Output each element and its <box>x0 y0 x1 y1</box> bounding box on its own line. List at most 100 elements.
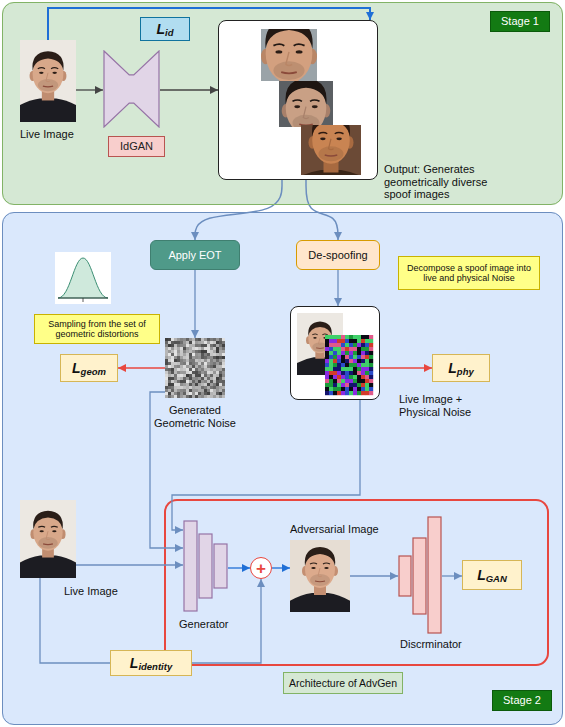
eye <box>294 105 300 108</box>
noise-pixel <box>168 365 171 368</box>
noise-pixel <box>186 341 189 344</box>
noise-pixel <box>345 387 349 391</box>
noise-pixel <box>174 383 177 386</box>
noise-pixel <box>345 371 349 375</box>
noise-pixel <box>207 365 210 368</box>
network-layer <box>199 534 212 598</box>
noise-pixel <box>201 368 204 371</box>
noise-pixel <box>216 362 219 365</box>
noise-pixel <box>213 350 216 353</box>
noise-pixel <box>195 341 198 344</box>
noise-pixel <box>189 368 192 371</box>
noise-pixel <box>353 363 357 367</box>
text-slot: Live Image + Physical Noise <box>399 393 485 418</box>
noise-pixel <box>325 387 329 391</box>
noise-pixel <box>337 367 341 371</box>
noise-pixel <box>329 383 333 387</box>
noise-pixel <box>192 365 195 368</box>
text-area: Decompose a spoof image into live and ph… <box>399 257 539 289</box>
noise-pixel <box>174 380 177 383</box>
hair <box>33 511 63 530</box>
loss-symbol: L <box>156 22 165 36</box>
node-text: + <box>256 560 266 577</box>
noise-pixel <box>192 359 195 362</box>
noise-pixel <box>329 363 333 367</box>
noise-pixel <box>168 389 171 392</box>
noise-pixel <box>329 351 333 355</box>
noise-pixel <box>168 395 171 398</box>
noise-pixel <box>195 353 198 356</box>
photo-background <box>269 74 378 179</box>
noise-pixel <box>198 389 201 392</box>
text-area: Architecture of AdvGen <box>284 673 402 693</box>
mouth <box>43 86 53 88</box>
noise-pixel <box>349 355 353 359</box>
noise-pixel <box>207 362 210 365</box>
noise-pixel <box>222 383 225 386</box>
noise-pixel <box>201 374 204 377</box>
noise-pixel <box>171 347 174 350</box>
noise-pixel <box>345 343 349 347</box>
noise-pixel <box>353 391 357 395</box>
noise-pixel <box>189 344 192 347</box>
noise-pixel <box>204 380 207 383</box>
noise-pixel <box>329 375 333 379</box>
noise-pixel <box>183 395 186 398</box>
noise-pixel <box>325 371 329 375</box>
noise-pixel <box>195 392 198 395</box>
connector <box>194 270 195 338</box>
noise-pixel <box>204 374 207 377</box>
hair <box>308 322 332 337</box>
noise-pixel <box>186 374 189 377</box>
noise-pixel <box>168 350 171 353</box>
noise-pixel <box>174 374 177 377</box>
shirt <box>20 98 76 122</box>
noise-pixel <box>216 365 219 368</box>
noise-pixel <box>186 356 189 359</box>
image-caption: Generated Geometric Noise <box>150 404 240 429</box>
noise-pixel <box>165 344 168 347</box>
noise-pixel <box>204 383 207 386</box>
noise-pixel <box>174 392 177 395</box>
text-area: Apply EOT <box>151 241 239 269</box>
noise-pixel <box>168 344 171 347</box>
noise-pixel <box>186 386 189 389</box>
noise-pixel <box>189 386 192 389</box>
text-slot: Live Image <box>64 585 118 598</box>
noise-pixel <box>219 368 222 371</box>
noise-pixel <box>341 339 345 343</box>
text-area: + <box>251 558 271 578</box>
noise-pixel <box>210 395 213 398</box>
noise-pixel <box>201 350 204 353</box>
noise-pixel <box>365 351 369 355</box>
eye <box>313 337 316 339</box>
noise-pixel <box>180 395 183 398</box>
noise-pixel <box>337 363 341 367</box>
noise-pixel <box>365 391 369 395</box>
noise-pixel <box>219 395 222 398</box>
noise-pixel <box>207 389 210 392</box>
node-text: Apply EOT <box>168 249 221 262</box>
noise-pixel <box>357 371 361 375</box>
noise-pixel <box>337 383 341 387</box>
noise-pixel <box>329 391 333 395</box>
noise-pixel <box>189 374 192 377</box>
noise-pixel <box>168 380 171 383</box>
nose <box>286 52 292 66</box>
noise-pixel <box>204 350 207 353</box>
noise-pixel <box>207 374 210 377</box>
noise-pixel <box>174 362 177 365</box>
noise-pixel <box>177 392 180 395</box>
noise-pixel <box>168 386 171 389</box>
noise-pixel <box>180 392 183 395</box>
noise-pixel <box>353 343 357 347</box>
noise-pixel <box>361 383 365 387</box>
noise-pixel <box>204 365 207 368</box>
noise-pixel <box>361 375 365 379</box>
eye <box>324 567 328 569</box>
noise-pixel <box>198 380 201 383</box>
noise-pixel <box>341 343 345 347</box>
process-box: Apply EOT <box>150 240 240 270</box>
noise-pixel <box>168 392 171 395</box>
connector <box>337 270 338 306</box>
